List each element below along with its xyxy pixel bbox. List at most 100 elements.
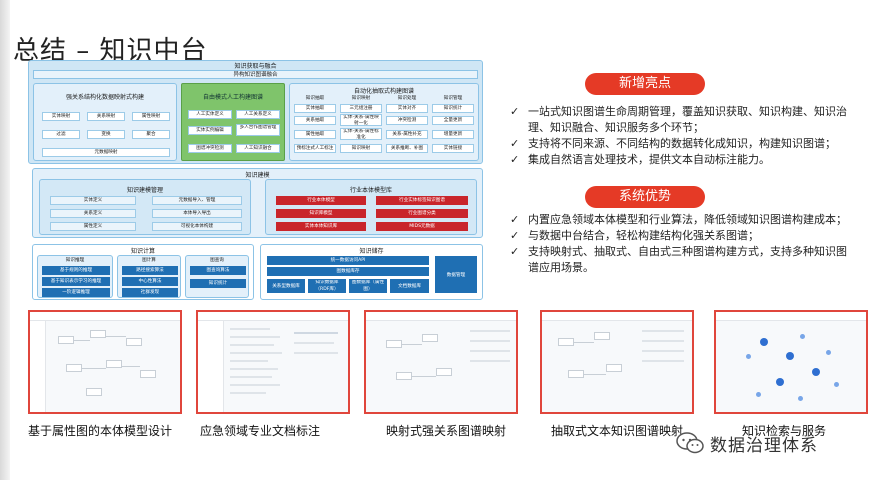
auto-cell: 关系推断、补图 bbox=[386, 144, 428, 153]
knowledge-compute-block: 知识计算 知识推理 基于规则的推理 基于知识表示学习的推理 一阶逻辑推理 图计算… bbox=[32, 244, 254, 300]
auto-cell: 全量更新 bbox=[432, 116, 474, 125]
knowledge-modeling-block: 知识建模 知识建模管理 实体定义 元数据导入、管理 关系定义 本体导入导出 属性… bbox=[32, 168, 483, 238]
list-item-text: 内置应急领域本体模型和行业算法，降低领域知识图谱构建成本； bbox=[528, 213, 847, 226]
auto-cell: 预标注式人工标注 bbox=[294, 144, 336, 153]
metadata-mapping-cell: 元数据映射 bbox=[42, 148, 170, 157]
compute-cell: 路径搜索算法 bbox=[122, 266, 178, 275]
auto-cell: 属性抽取 bbox=[294, 130, 336, 139]
compute-cell: 中心性算法 bbox=[122, 277, 178, 286]
auto-cell: 实体-关系-属性映射一化 bbox=[340, 114, 382, 126]
list-item: ✓ 支持将不同来源、不同结构的数据转化成知识，构建知识图谱； bbox=[508, 136, 853, 152]
thumbnail-mapping-graph bbox=[364, 310, 518, 414]
structured-cell: 关系映射 bbox=[87, 112, 125, 121]
auto-cell: 知识映射 bbox=[340, 144, 382, 153]
check-icon: ✓ bbox=[510, 245, 520, 258]
block-title: 知识计算 bbox=[130, 248, 155, 255]
industry-cell: 实体本体知识库 bbox=[276, 222, 366, 231]
freeform-cell: 多人合作图谱管理 bbox=[236, 124, 280, 136]
panel-title: 强关系结构化数据映射式构建 bbox=[65, 94, 144, 101]
heterogeneous-fusion-bar: 异构知识图谱融合 bbox=[33, 70, 478, 79]
panel-title: 知识建模管理 bbox=[126, 187, 163, 194]
industry-ontology-panel: 行业本体模型库 行业本体模型 行业实体标签知识图谱 知识库模型 行业图谱分类 实… bbox=[265, 179, 477, 235]
auto-cell: 关系抽取 bbox=[294, 116, 336, 125]
industry-cell: 行业本体模型 bbox=[276, 196, 366, 205]
check-icon: ✓ bbox=[510, 153, 520, 166]
check-icon: ✓ bbox=[510, 213, 520, 226]
auto-cell: 关系-属性补充 bbox=[386, 130, 428, 139]
auto-col-head: 知识处理 bbox=[397, 96, 417, 101]
panel-title: 自动化抽取式构建图谱 bbox=[353, 88, 414, 95]
panel-title: 行业本体模型库 bbox=[349, 187, 392, 194]
highlights-list: ✓ 一站式知识图谱生命周期管理，覆盖知识获取、知识构建、知识治理、知识融合、知识服… bbox=[508, 104, 853, 168]
list-item: ✓与数据中台结合，轻松构建结构化强关系图谱； bbox=[508, 228, 853, 244]
block-title: 知识储存 bbox=[359, 248, 384, 255]
page-left-shadow bbox=[0, 0, 10, 480]
compute-reasoning-col: 知识推理 基于规则的推理 基于知识表示学习的推理 一阶逻辑推理 bbox=[37, 255, 113, 298]
manage-cell: 实体定义 bbox=[50, 196, 136, 205]
thumbnail-extraction-graph bbox=[540, 310, 694, 414]
manage-cell: 关系定义 bbox=[50, 209, 136, 218]
block-title: 知识建模 bbox=[245, 172, 270, 179]
manage-cell: 元数据导入、管理 bbox=[152, 196, 242, 205]
section-pill-highlights: 新增亮点 bbox=[585, 73, 705, 95]
auto-cell: 增量更新 bbox=[432, 130, 474, 139]
auto-cell: 知识统计 bbox=[432, 104, 474, 113]
freeform-cell: 人工实体定义 bbox=[188, 110, 232, 119]
structured-cell: 属性映射 bbox=[132, 112, 170, 121]
list-item-text: 集成自然语言处理技术，提供文本自动标注能力。 bbox=[528, 153, 770, 166]
auto-cell: 实体-关系-属性标准化 bbox=[340, 128, 382, 140]
auto-cell: 实体抽取 bbox=[294, 104, 336, 113]
compute-cell: 知识统计 bbox=[190, 279, 246, 288]
brand-watermark: 数据治理体系 bbox=[676, 428, 818, 458]
industry-cell: 知识库模型 bbox=[276, 209, 366, 218]
industry-cell: 行业实体标签知识图谱 bbox=[376, 196, 468, 205]
structured-cell: 过滤 bbox=[42, 130, 80, 139]
structured-cell: 变换 bbox=[87, 130, 125, 139]
caption-document-annotation: 应急领域专业文档标注 bbox=[200, 424, 321, 438]
list-item-text: 支持将不同来源、不同结构的数据转化成知识，构建知识图谱； bbox=[528, 137, 836, 150]
thumbnail-document-annotation bbox=[196, 310, 350, 414]
caption-extraction-graph: 抽取式文本知识图谱映射 bbox=[551, 424, 684, 438]
manage-cell: 本体导入导出 bbox=[152, 209, 242, 218]
list-item-text: 一站式知识图谱生命周期管理，覆盖知识获取、知识构建、知识治理、知识融合、知识服务… bbox=[528, 105, 847, 134]
list-item-text: 与数据中台结合，轻松构建结构化强关系图谱； bbox=[528, 229, 759, 242]
auto-cell: 冲突检测 bbox=[386, 116, 428, 125]
industry-cell: 行业图谱分类 bbox=[376, 209, 468, 218]
section-pill-advantages: 系统优势 bbox=[585, 186, 705, 208]
thumbnail-knowledge-search bbox=[714, 310, 868, 414]
storage-api-bar: 统一数据访问API bbox=[267, 256, 429, 265]
compute-cell: 一阶逻辑推理 bbox=[42, 288, 110, 297]
auto-col-head: 知识抽取 bbox=[305, 96, 325, 101]
storage-data-bar: 图数据库存 bbox=[267, 267, 429, 276]
compute-graph-col: 图计算 路径搜索算法 中心性算法 社群发现 bbox=[117, 255, 181, 298]
compute-cell: 社群发现 bbox=[122, 288, 178, 297]
compute-col-head: 知识推理 bbox=[65, 258, 85, 263]
check-icon: ✓ bbox=[510, 137, 520, 150]
compute-cell: 基于规则的推理 bbox=[42, 266, 110, 275]
freeform-cell: 实体实例编辑 bbox=[188, 126, 232, 135]
auto-cell: 实体链接 bbox=[432, 144, 474, 153]
storage-cell: 图数据库（属性图） bbox=[349, 279, 387, 293]
list-item: ✓ 支持映射式、抽取式、自由式三种图谱构建方式，支持多种知识图谱应用场景。 bbox=[508, 244, 853, 276]
freeform-cell: 人工关系定义 bbox=[236, 110, 280, 119]
list-item: ✓ 一站式知识图谱生命周期管理，覆盖知识获取、知识构建、知识治理、知识融合、知识服… bbox=[508, 104, 853, 136]
industry-cell: MIDS元数据 bbox=[376, 222, 468, 231]
list-item: ✓ 内置应急领域本体模型和行业算法，降低领域知识图谱构建成本； bbox=[508, 212, 853, 228]
compute-query-col: 图查询 图查询算法 知识统计 bbox=[185, 255, 249, 298]
panel-title: 自由模式人工构建图谱 bbox=[202, 94, 263, 101]
caption-ontology-design: 基于属性图的本体模型设计 bbox=[28, 424, 173, 438]
modeling-manage-panel: 知识建模管理 实体定义 元数据导入、管理 关系定义 本体导入导出 属性定义 可视… bbox=[39, 179, 251, 235]
storage-cell: 知识数据库（RDF库） bbox=[308, 279, 346, 293]
check-icon: ✓ bbox=[510, 105, 520, 118]
block-title: 知识获取与融合 bbox=[234, 63, 277, 70]
structured-mapping-panel: 强关系结构化数据映射式构建 实体映射 关系映射 属性映射 过滤 变换 聚合 元数… bbox=[33, 83, 177, 161]
compute-cell: 基于知识表示学习的推理 bbox=[42, 277, 110, 286]
knowledge-acquisition-block: 知识获取与融合 异构知识图谱融合 强关系结构化数据映射式构建 实体映射 关系映射… bbox=[28, 60, 483, 164]
compute-col-head: 图计算 bbox=[142, 258, 156, 263]
architecture-diagram: 知识获取与融合 异构知识图谱融合 强关系结构化数据映射式构建 实体映射 关系映射… bbox=[28, 58, 490, 300]
storage-cell: 关系型数据库 bbox=[267, 279, 305, 293]
caption-knowledge-search: 知识检索与服务 bbox=[742, 424, 827, 438]
thumbnail-ontology-design bbox=[28, 310, 182, 414]
brand-name: 数据治理体系 bbox=[710, 435, 818, 456]
list-item-text: 支持映射式、抽取式、自由式三种图谱构建方式，支持多种知识图谱应用场景。 bbox=[528, 245, 847, 274]
